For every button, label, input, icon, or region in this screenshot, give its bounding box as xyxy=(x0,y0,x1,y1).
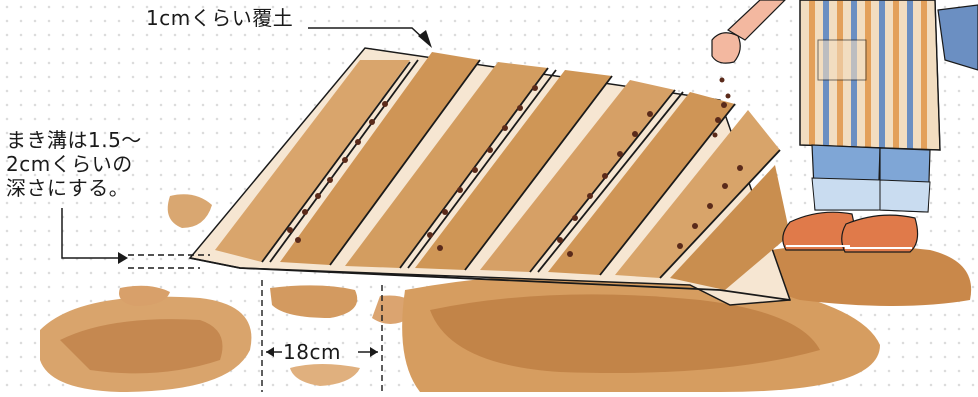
cover-soil-label: 1cmくらい覆土 xyxy=(146,6,293,30)
groove-depth-line-2: 2cmくらいの xyxy=(6,152,206,176)
pointer-arrow-icon xyxy=(308,28,432,48)
pointer-arrow-icon xyxy=(62,208,128,264)
groove-depth-line-1: まき溝は1.5～ xyxy=(6,128,206,152)
seed-bed xyxy=(190,48,790,305)
groove-depth-label: まき溝は1.5～ 2cmくらいの 深さにする。 xyxy=(6,128,206,200)
groove-depth-line-3: 深さにする。 xyxy=(6,176,206,200)
row-spacing-label: 18cm xyxy=(283,340,341,364)
